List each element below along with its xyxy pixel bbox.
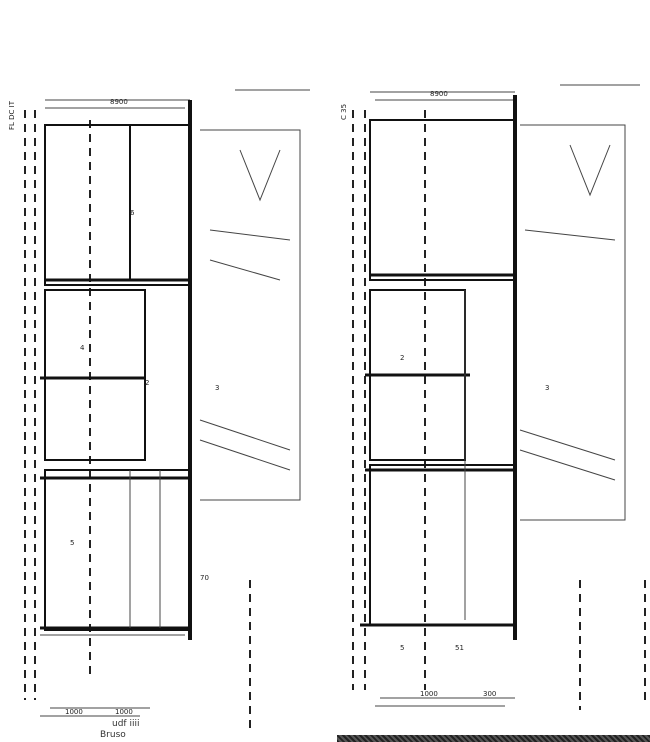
left-floor-plan: FL DC IT 8900 6 2 3 4 5 70 1000 1000 udf…	[8, 89, 310, 740]
left-caption-top: udf iiii	[112, 719, 139, 729]
left-room-label: 70	[200, 574, 209, 582]
left-top-dimension: 8900	[110, 98, 128, 106]
right-floor-plan: C 35 8900 2 3 5 51 1000 300	[340, 84, 646, 710]
left-room-label: 3	[215, 384, 219, 392]
left-bottom-dimension: 1000	[115, 708, 133, 716]
left-room-label: 4	[80, 344, 85, 352]
right-top-dimension: 8900	[430, 90, 448, 98]
right-bottom-dimension: 1000	[420, 690, 438, 698]
right-side-label: C 35	[340, 104, 348, 120]
right-bottom-dimension: 300	[483, 690, 496, 698]
left-bottom-dimension: 1000	[65, 708, 83, 716]
left-side-label: FL DC IT	[8, 100, 16, 130]
left-room-label: 6	[130, 209, 135, 217]
right-room-label: 5	[400, 644, 404, 652]
right-room-label: 3	[545, 384, 549, 392]
left-caption-bottom: Bruso	[100, 730, 126, 740]
left-room-label: 5	[70, 539, 74, 547]
hatched-strip	[337, 735, 650, 742]
right-room-label: 2	[400, 354, 404, 362]
left-room-label: 2	[145, 379, 149, 387]
right-room-label: 51	[455, 644, 464, 652]
